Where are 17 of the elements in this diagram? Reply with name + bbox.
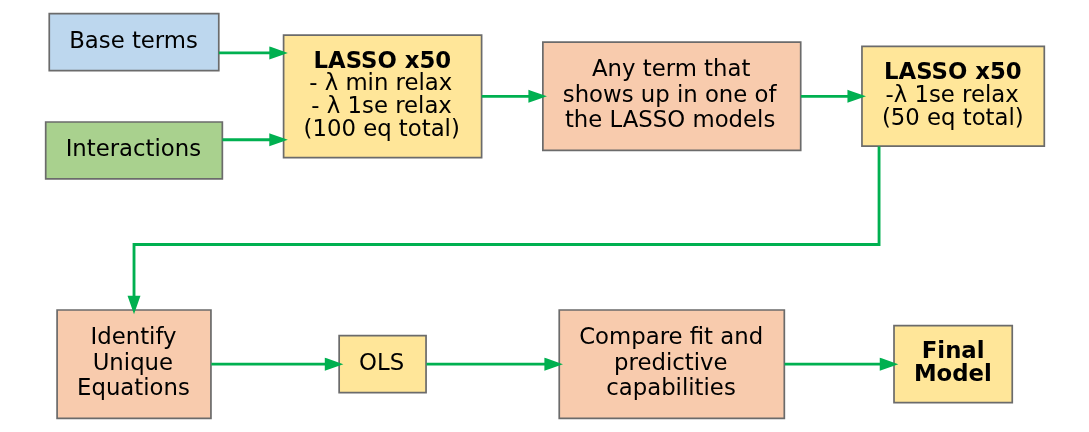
node-box: LASSO x50 - λ min relax - λ 1se relax (100 eq total) <box>282 34 482 159</box>
arrow <box>784 357 898 371</box>
arrow <box>800 89 866 103</box>
arrow <box>221 133 288 147</box>
arrow <box>210 357 343 371</box>
node-box: Any term that shows up in one of the LASSO models <box>541 41 802 152</box>
arrow <box>481 89 547 103</box>
arrow <box>218 46 288 60</box>
node-box: LASSO x50 -λ 1se relax (50 eq total) <box>860 45 1045 148</box>
arrow <box>127 146 880 315</box>
node-box: Interactions <box>44 121 223 180</box>
node-box: Compare fit and predictive capabilities <box>557 309 785 420</box>
node-box: Identify Unique Equations <box>55 309 212 420</box>
node-box: Final Model <box>892 324 1013 404</box>
node-box: Base terms <box>47 12 220 72</box>
arrow <box>426 357 563 371</box>
node-box: OLS <box>337 334 427 394</box>
